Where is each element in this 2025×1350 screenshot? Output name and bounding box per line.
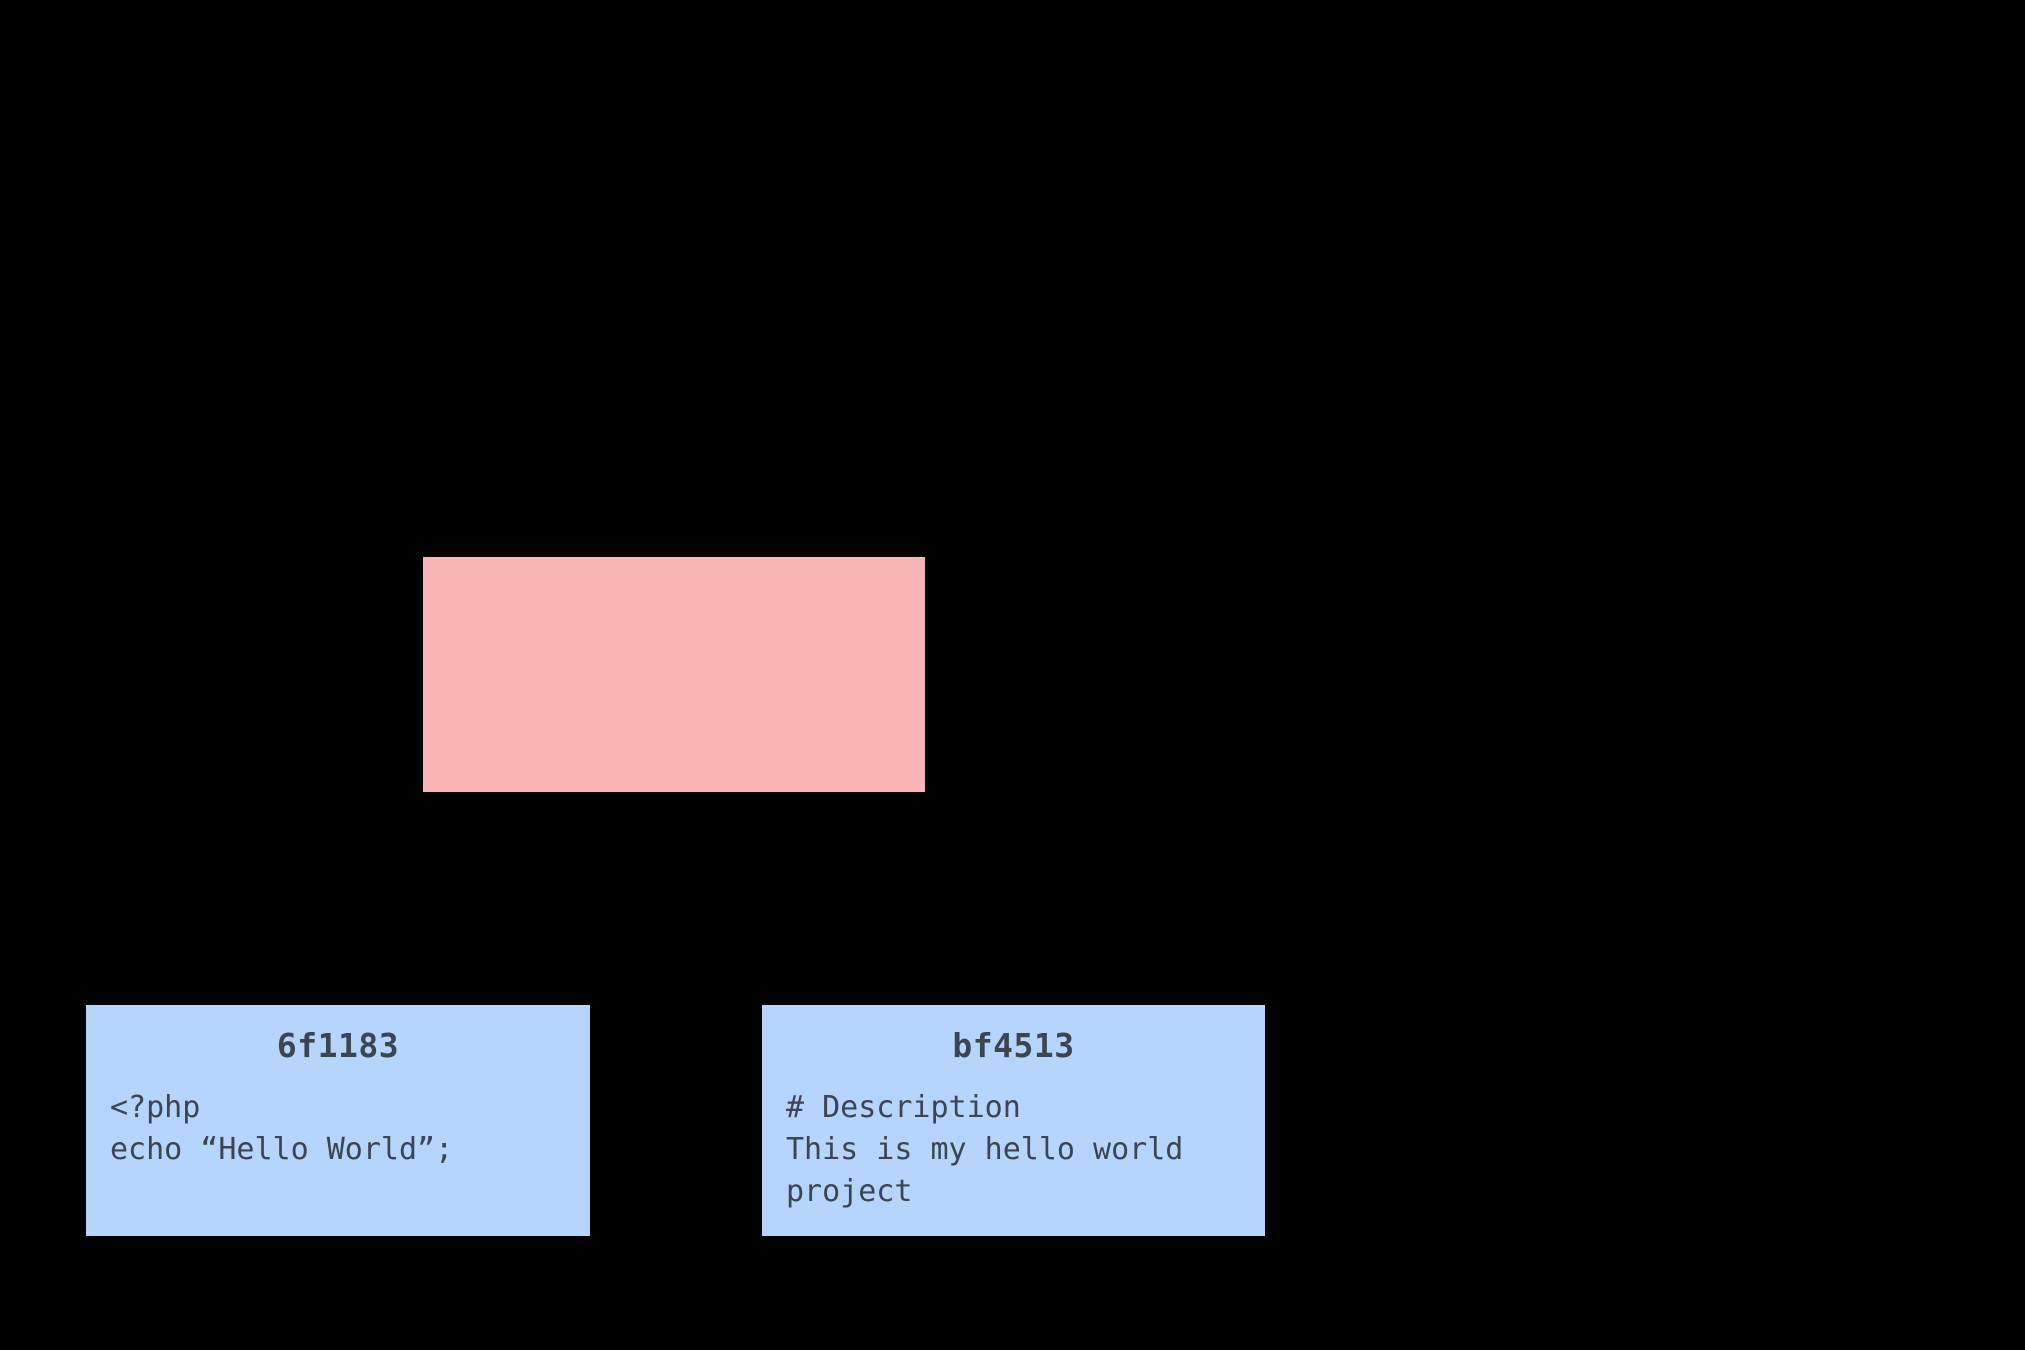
blob-node-6f1183[interactable]: 6f1183 <?php echo “Hello World”; bbox=[86, 1005, 590, 1236]
pink-node[interactable] bbox=[423, 557, 925, 792]
blob-node-bf4513[interactable]: bf4513 # Description This is my hello wo… bbox=[762, 1005, 1265, 1236]
pink-node-label bbox=[423, 557, 925, 581]
blob-node-title: 6f1183 bbox=[276, 1026, 400, 1065]
blob-node-content: <?php echo “Hello World”; bbox=[110, 1090, 454, 1167]
blob-node-title: bf4513 bbox=[952, 1026, 1075, 1065]
blob-node-content: # Description This is my hello world pro… bbox=[786, 1090, 1184, 1209]
